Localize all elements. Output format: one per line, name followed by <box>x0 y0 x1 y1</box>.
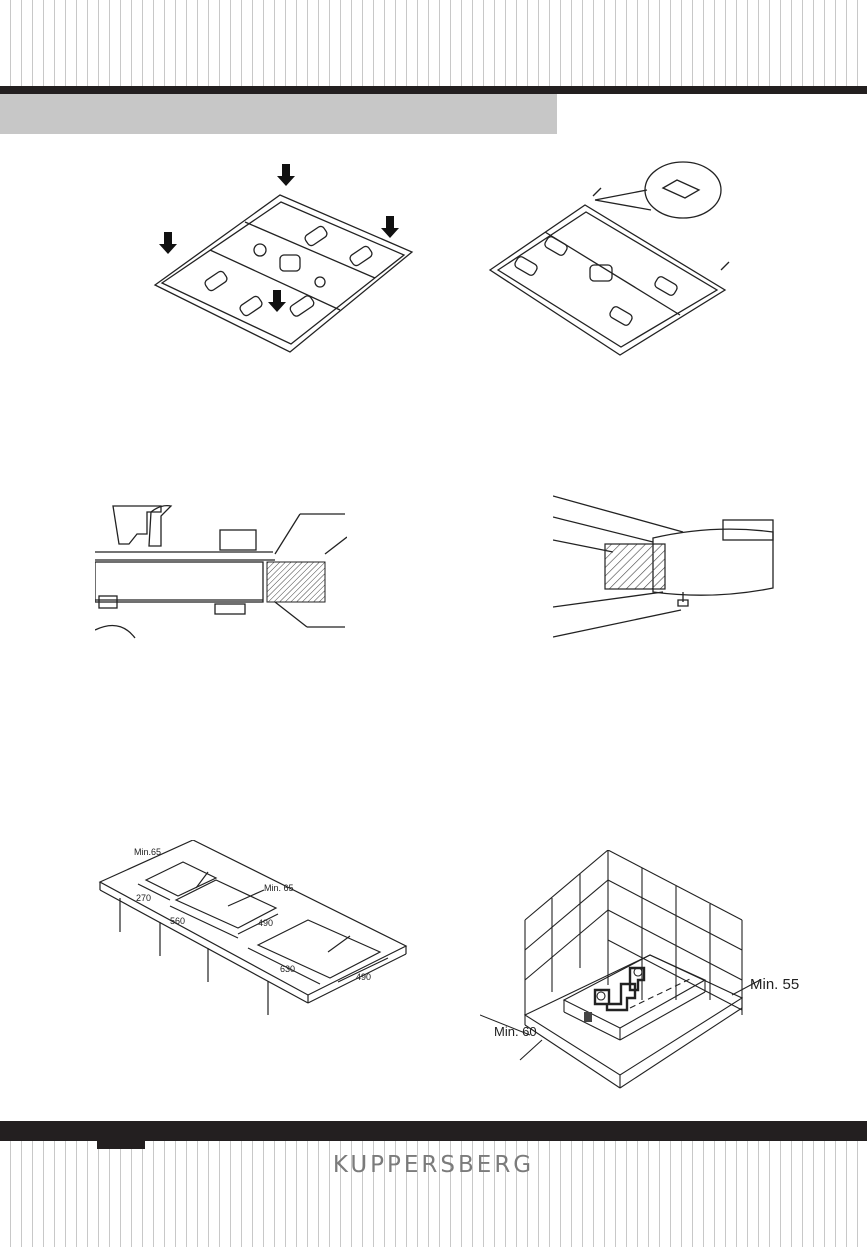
label-min-60: Min. 60 <box>494 1024 537 1039</box>
edge-section-drawing <box>553 495 774 638</box>
cutout-layout-drawing: Min.65 Min. 65 270 560 490 630 490 <box>98 840 408 1015</box>
figure-hob-underside-clamps <box>150 160 420 360</box>
label-560: 560 <box>170 916 185 926</box>
figure-edge-section-screw <box>553 492 783 647</box>
brand-logo-text: KUPPERSBERG <box>332 1152 535 1178</box>
hob-underside-drawing <box>153 164 414 353</box>
header-stripe-pattern <box>0 0 867 86</box>
hob-bracket-drawing <box>488 161 730 356</box>
side-section-drawing <box>95 504 347 639</box>
corner-clearance-drawing: Min. 55 Min. 60 <box>480 850 799 1089</box>
label-min65-a: Min.65 <box>134 847 161 857</box>
footer-stripe-pattern <box>0 1141 867 1247</box>
figure-corner-clearance: Min. 55 Min. 60 <box>480 850 810 1095</box>
footer-bar <box>0 1121 867 1141</box>
header-bar <box>0 86 867 94</box>
label-490-b: 490 <box>356 972 371 982</box>
label-min65-b: Min. 65 <box>264 883 294 893</box>
figure-hob-bracket-detail <box>485 160 735 360</box>
section-title-band <box>0 94 557 134</box>
label-min-55: Min. 55 <box>750 976 799 993</box>
footer-page-tab <box>97 1141 145 1149</box>
figure-side-section-seal <box>95 492 347 642</box>
label-270: 270 <box>136 893 151 903</box>
label-490-a: 490 <box>258 918 273 928</box>
label-630: 630 <box>280 964 295 974</box>
figure-cutout-layout: Min.65 Min. 65 270 560 490 630 490 <box>98 840 410 1018</box>
